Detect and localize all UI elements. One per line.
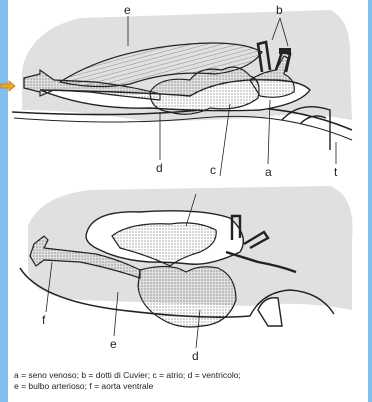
top-label-d: d	[156, 161, 163, 175]
bottom-label-d: d	[192, 349, 199, 363]
bottom-heart-drawing	[20, 186, 353, 348]
bottom-ventricolo	[138, 266, 236, 327]
top-label-t: t	[334, 165, 338, 179]
top-label-b: b	[276, 3, 283, 17]
legend-line-2: e = bulbo arterioso; f = aorta ventrale	[14, 381, 364, 392]
legend-line-1: a = seno venoso; b = dotti di Cuvier; c …	[14, 370, 364, 381]
top-label-c: c	[210, 163, 216, 177]
legend-caption: a = seno venoso; b = dotti di Cuvier; c …	[14, 370, 364, 392]
top-label-e: e	[124, 3, 131, 17]
bottom-label-e: e	[110, 337, 117, 351]
top-label-a: a	[265, 165, 272, 179]
top-heart-drawing	[12, 10, 352, 176]
bottom-label-f: f	[42, 313, 46, 327]
